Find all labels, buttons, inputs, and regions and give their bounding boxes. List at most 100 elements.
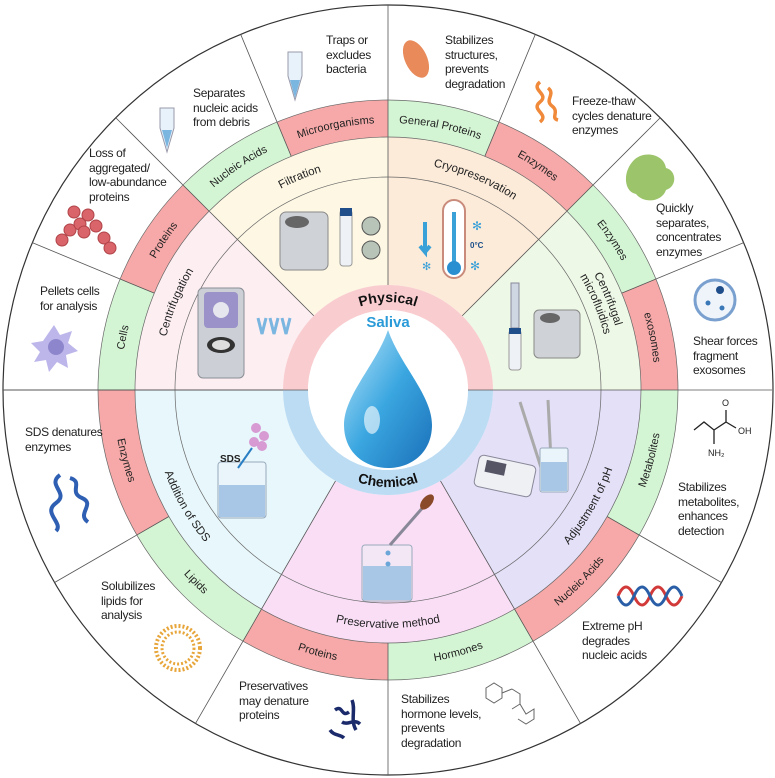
target-band <box>98 390 169 535</box>
effect-line: may denature <box>239 693 309 708</box>
effect-line: prevents <box>445 62 489 76</box>
tube-icon <box>287 51 303 102</box>
effect-line: low-abundance <box>89 175 167 189</box>
effect-line: degrades <box>582 633 630 648</box>
physical-label-text: Physical <box>357 289 420 309</box>
effect-line: structures, <box>445 47 498 62</box>
target-band <box>243 609 388 680</box>
effect-line: Stabilizes <box>678 480 727 494</box>
tube-icon <box>159 107 175 154</box>
effect-line: Quickly <box>656 201 694 215</box>
method-label-text: Preservative method <box>335 613 441 631</box>
effect-line: concentrates <box>656 230 722 244</box>
effect-line: nucleic acids <box>582 648 647 662</box>
effect-line: enhances <box>678 509 728 523</box>
snowflake-icon: ✻ <box>470 259 480 273</box>
enzyme-icon <box>535 80 559 124</box>
effect-line: degradation <box>445 76 506 91</box>
target-band <box>566 184 656 294</box>
target-band <box>98 279 155 390</box>
target-label: Cells <box>115 323 132 350</box>
target-band <box>277 100 388 157</box>
dna-icon <box>616 585 684 607</box>
denatured-enzyme-icon <box>49 473 90 533</box>
saliva-drop-icon <box>344 330 432 468</box>
effect-line: enzymes <box>25 439 71 454</box>
effect-line: for analysis <box>40 298 98 313</box>
lipid-vesicle-icon <box>154 624 202 672</box>
amine-label: NH₂ <box>708 448 725 458</box>
thermometer-icon: 0°C ✻ ✻ ✻ <box>418 199 484 279</box>
target-band <box>136 516 262 642</box>
oxygen-label: O <box>722 398 729 408</box>
snowflake-icon: ✻ <box>472 219 482 233</box>
effect-line: proteins <box>89 189 130 204</box>
effect-line: hormone levels, <box>401 706 482 721</box>
effect-line: enzymes <box>656 244 702 259</box>
sds-label: SDS <box>220 454 241 465</box>
effect-line: exosomes <box>693 363 746 377</box>
hydroxyl-label: OH <box>738 426 752 436</box>
effect-line: from debris <box>193 115 250 129</box>
target-band <box>621 279 678 390</box>
amino-acid-icon: O OH NH₂ <box>693 398 752 458</box>
effect-line: enzymes <box>572 123 618 137</box>
effect-line: SDS denatures <box>25 425 103 439</box>
target-band <box>514 516 640 642</box>
centrifuge-icon <box>197 287 292 379</box>
method-label: Preservative method <box>335 613 441 631</box>
ph-meter-icon <box>473 399 569 498</box>
effect-line: lipids for <box>101 593 143 608</box>
effect-line: nucleic acids <box>193 100 258 115</box>
effect-line: Pellets cells <box>40 284 100 298</box>
effect-line: Preservatives <box>239 679 308 693</box>
snowflake-icon: ✻ <box>422 261 431 273</box>
physical-ring <box>283 285 493 390</box>
preservative-beaker-icon <box>361 494 434 602</box>
effect-line: Solubilizes <box>101 579 156 593</box>
protein-structure-icon <box>402 40 430 78</box>
enzyme-cluster-icon <box>625 154 675 201</box>
effect-line: Loss of <box>89 146 126 160</box>
target-band <box>388 100 499 157</box>
effect-line: metabolites, <box>678 494 740 509</box>
chemical-ring <box>283 390 493 495</box>
microfluidic-device-icon <box>508 282 581 371</box>
effect-line: detection <box>678 523 725 538</box>
exosome-icon <box>693 278 737 322</box>
effect-line: Stabilizes <box>401 692 450 706</box>
chemical-label: Chemical <box>357 470 420 490</box>
effect-line: Stabilizes <box>445 33 494 47</box>
effect-line: fragment <box>693 348 738 363</box>
saliva-title: Saliva <box>366 314 410 331</box>
target-band <box>388 609 533 680</box>
target-band <box>484 122 594 212</box>
effect-line: Separates <box>193 86 246 100</box>
sds-beaker-icon: SDS <box>217 423 269 519</box>
effect-line: bacteria <box>326 62 367 76</box>
effect-line: degradation <box>401 735 462 750</box>
effect-line: excludes <box>326 47 371 62</box>
effect-line: Traps or <box>326 33 368 47</box>
hormone-molecule-icon <box>485 682 535 725</box>
zero-celsius-label: 0°C <box>470 241 484 250</box>
target-band <box>182 122 292 212</box>
effect-line: analysis <box>101 608 142 622</box>
effect-line: Freeze-thaw <box>572 94 636 108</box>
effect-line: proteins <box>239 708 280 722</box>
denatured-protein-icon <box>328 699 362 740</box>
